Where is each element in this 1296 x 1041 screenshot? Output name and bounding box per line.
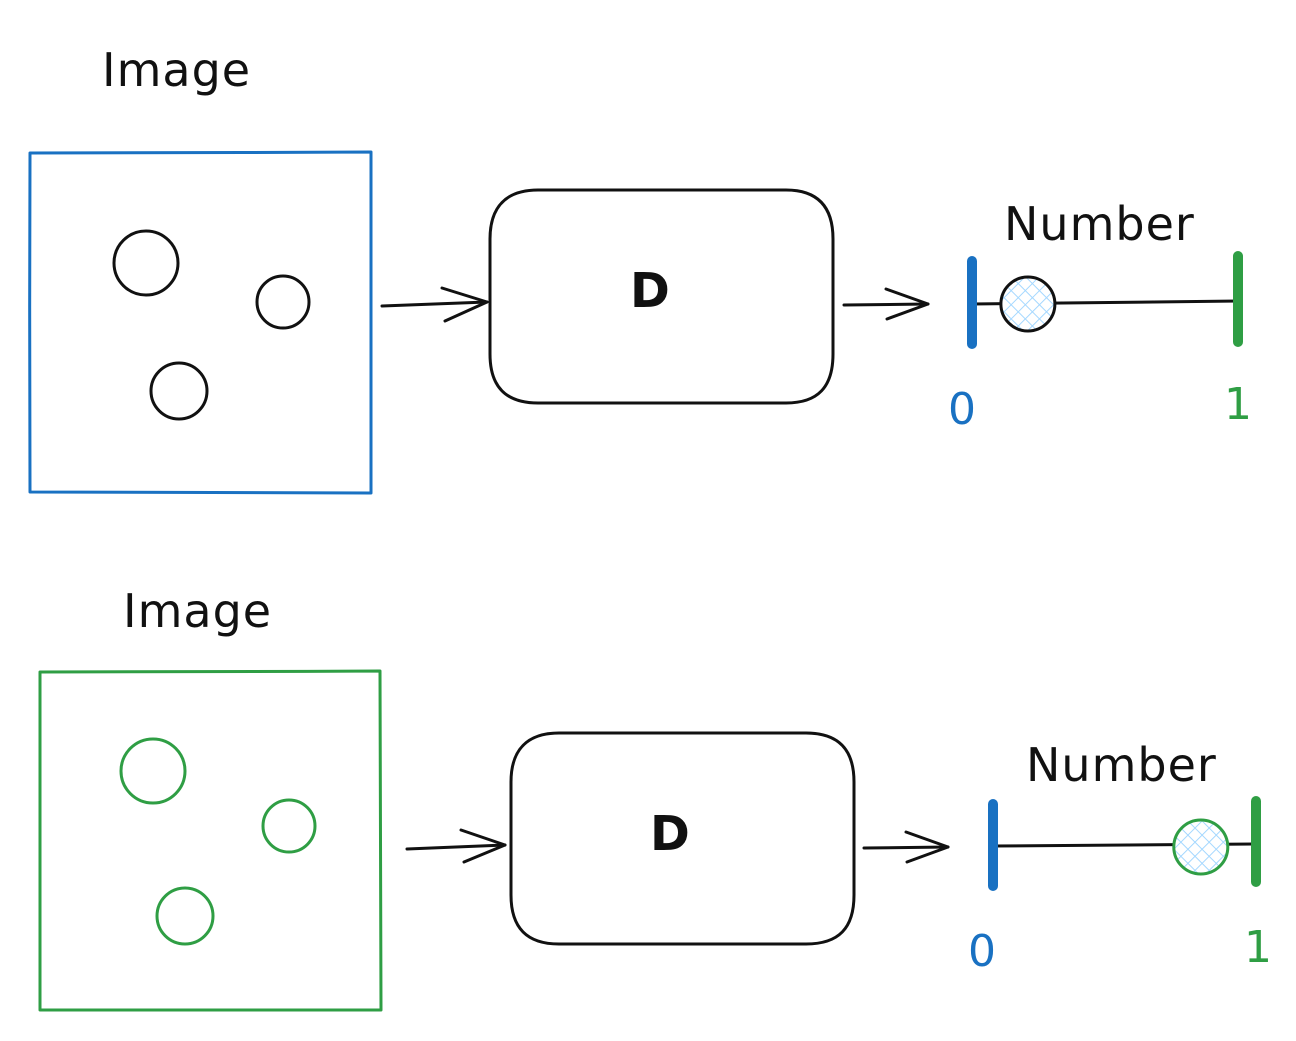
bottom-d-label: D <box>650 806 691 862</box>
top-number-marker <box>999 275 1057 333</box>
bottom-arrow-to-d <box>405 828 507 864</box>
top-d-label: D <box>630 263 671 319</box>
top-image-circle <box>149 361 209 421</box>
top-image-circle <box>255 274 311 330</box>
top-image-label: Image <box>102 43 251 97</box>
top-d-box: D <box>488 188 835 405</box>
bottom-image-label: Image <box>123 584 272 638</box>
bottom-image-circle <box>119 737 187 805</box>
bottom-number-label: Number <box>1026 738 1217 792</box>
bottom-d-box: D <box>509 731 856 946</box>
top-scale-max-label: 1 <box>1224 379 1253 430</box>
top-number-scale: 0 1 <box>948 251 1253 435</box>
bottom-number-marker <box>1172 818 1230 876</box>
top-arrow-to-d <box>380 286 489 323</box>
top-arrow-to-number <box>842 287 930 321</box>
bottom-image-circle <box>261 798 317 854</box>
bottom-arrow-to-number <box>862 830 950 864</box>
top-image-circle <box>112 229 180 297</box>
top-image-box <box>28 150 373 495</box>
bottom-scale-min-label: 0 <box>968 926 997 977</box>
top-scale-min-label: 0 <box>948 384 977 435</box>
bottom-image-box <box>38 669 383 1012</box>
top-number-label: Number <box>1004 197 1195 251</box>
bottom-image-circle <box>155 886 215 946</box>
bottom-number-scale: 0 1 <box>968 796 1273 977</box>
bottom-scale-max-label: 1 <box>1244 922 1273 973</box>
